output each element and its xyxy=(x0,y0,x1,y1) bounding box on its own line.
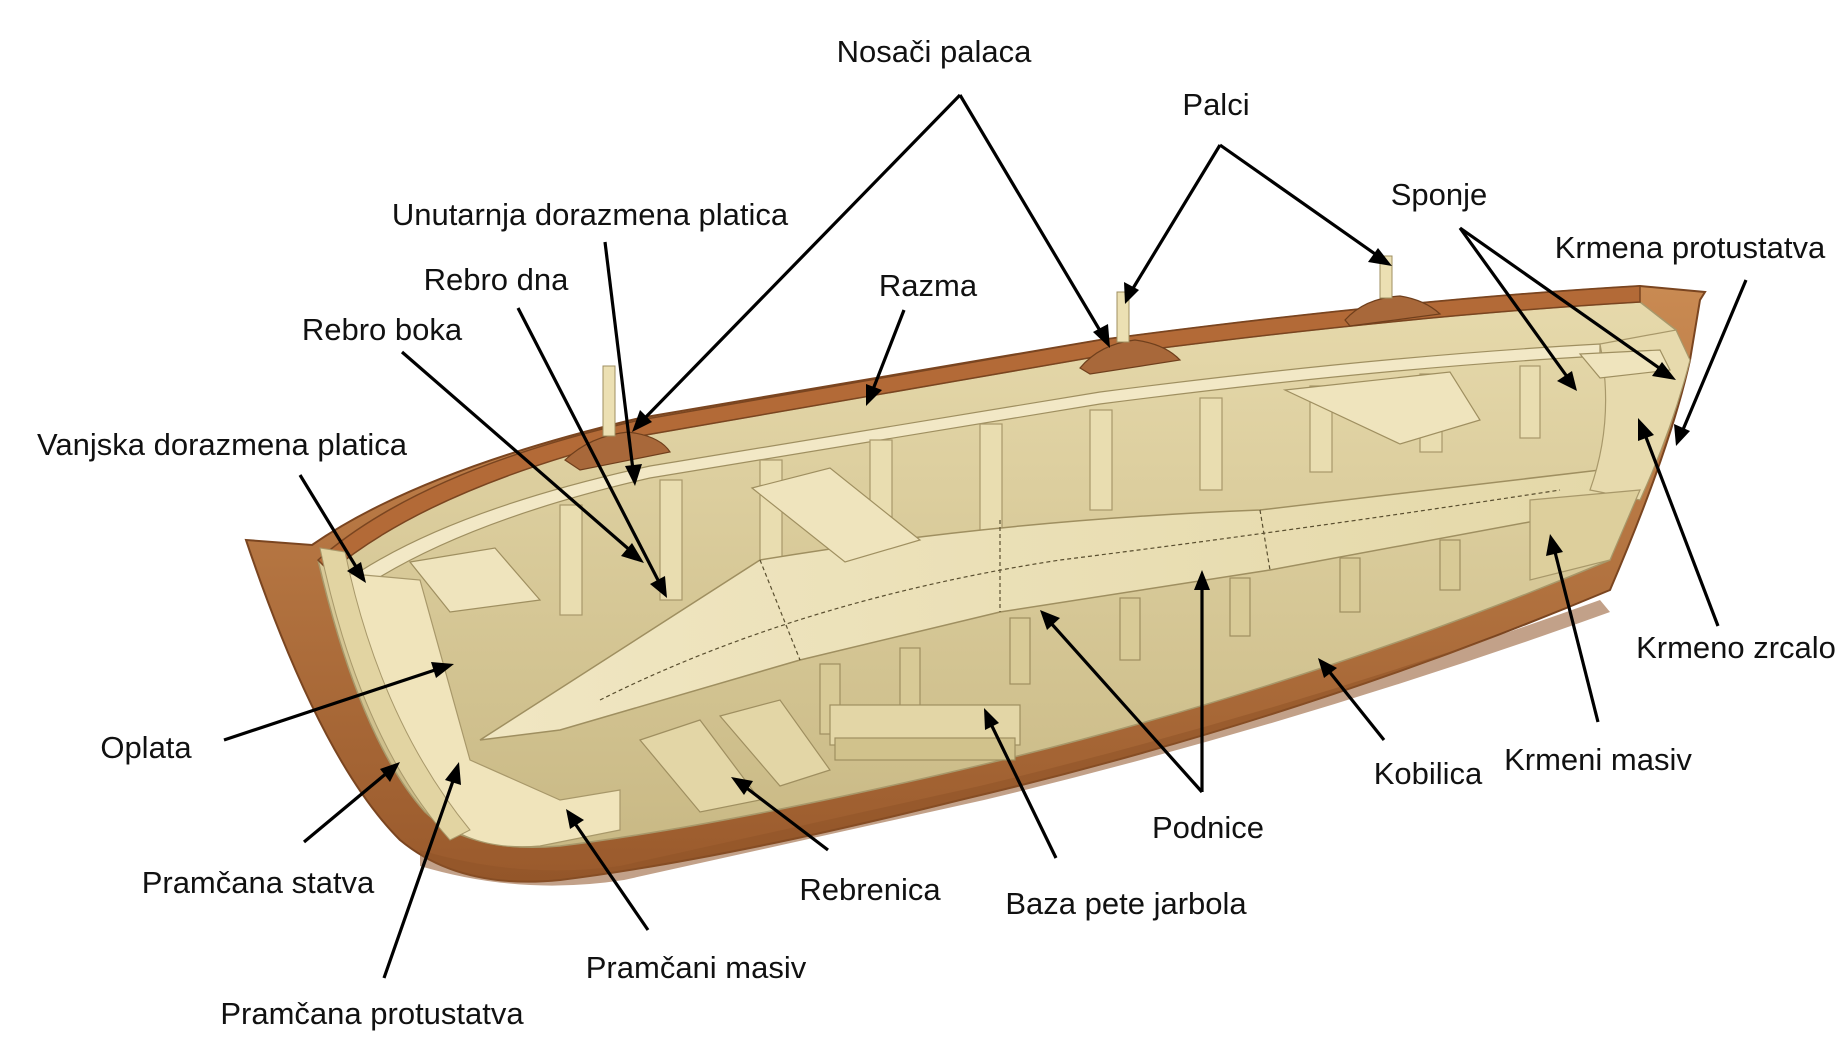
arrow-palci-right xyxy=(1219,143,1392,266)
arrow-pramcana-statva xyxy=(302,762,400,844)
arrow-rebro-dna xyxy=(516,307,667,598)
arrow-podnice-right xyxy=(1194,570,1210,792)
label-oplata: Oplata xyxy=(100,730,192,765)
arrow-pramcani-masiv xyxy=(566,809,650,931)
arrow-krmeno-zrcalo xyxy=(1638,418,1720,627)
label-baza-pete-jarbola: Baza pete jarbola xyxy=(1005,886,1247,921)
label-krmeno-zrcalo: Krmeno zrcalo xyxy=(1636,630,1836,665)
arrow-sponje-right xyxy=(1459,226,1676,380)
label-unutarnja-dorazmena-platica: Unutarnja dorazmena platica xyxy=(392,197,789,232)
label-vanjska-dorazmena-platica: Vanjska dorazmena platica xyxy=(37,427,408,462)
arrow-rebrenica xyxy=(731,777,829,852)
arrow-vanjska-dorazmena-platica xyxy=(298,474,366,583)
thole-pins xyxy=(602,255,1393,437)
arrow-krmena-protustatva xyxy=(1674,279,1748,446)
thole-bases xyxy=(564,295,1442,471)
arrow-palci-left xyxy=(1124,144,1222,304)
arrow-pramcana-protustatva xyxy=(382,762,461,979)
arrow-unutarnja-dorazmena-platica xyxy=(603,241,642,486)
label-kobilica: Kobilica xyxy=(1374,756,1483,791)
label-pramcana-protustatva: Pramčana protustatva xyxy=(220,996,524,1031)
label-rebro-dna: Rebro dna xyxy=(424,262,570,297)
arrow-podnice-left xyxy=(1040,610,1204,794)
labels: Nosači palaca Palci Sponje Krmena protus… xyxy=(37,34,1836,1031)
hull-illustration xyxy=(244,255,1707,886)
label-krmeni-masiv: Krmeni masiv xyxy=(1504,742,1692,777)
label-podnice: Podnice xyxy=(1152,810,1264,845)
arrow-sponje-left xyxy=(1458,227,1577,391)
floor-plate-seams xyxy=(599,489,1561,701)
arrow-baza-pete-jarbola xyxy=(984,708,1058,859)
arrow-rebro-boka xyxy=(400,350,644,563)
bow-stem-inner xyxy=(319,547,471,841)
arrow-nosaci-palaca-left xyxy=(632,93,962,432)
label-nosaci-palaca: Nosači palaca xyxy=(837,34,1032,69)
label-razma: Razma xyxy=(879,268,978,303)
label-rebro-boka: Rebro boka xyxy=(302,312,463,347)
thwarts xyxy=(408,349,1671,613)
arrow-oplata xyxy=(223,662,454,742)
label-pramcani-masiv: Pramčani masiv xyxy=(586,950,807,985)
label-sponje: Sponje xyxy=(1391,177,1488,212)
arrow-razma xyxy=(866,309,906,406)
label-pramcana-statva: Pramčana statva xyxy=(142,865,375,900)
arrow-nosaci-palaca-right xyxy=(958,94,1110,348)
arrow-krmeni-masiv xyxy=(1546,534,1600,723)
floor-supports xyxy=(819,539,1461,735)
gunwale-rim xyxy=(316,285,1641,574)
arrow-kobilica xyxy=(1318,658,1386,741)
label-rebrenica: Rebrenica xyxy=(799,872,941,907)
floor-timbers xyxy=(638,699,1021,813)
label-krmena-protustatva: Krmena protustatva xyxy=(1555,230,1826,265)
label-palci: Palci xyxy=(1182,87,1249,122)
leader-arrows xyxy=(223,93,1748,979)
